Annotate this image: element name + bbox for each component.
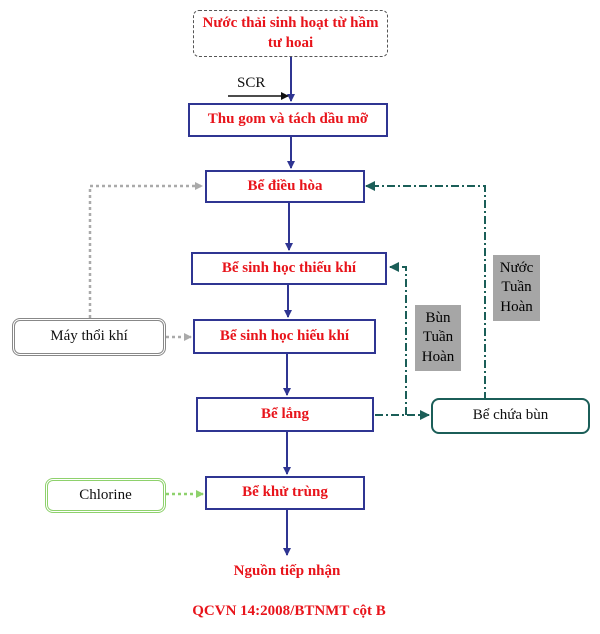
node-chlorine-label: Chlorine [79, 486, 132, 503]
sludge-recycle-line [389, 262, 407, 415]
node-anoxic: Bể sinh học thiếu khí [191, 252, 387, 285]
scr-label: SCR [237, 75, 266, 91]
label-water-recycle-line-3: Hoàn [500, 298, 533, 315]
node-collection: Thu gom và tách dầu mỡ [188, 103, 388, 137]
node-collection-label: Thu gom và tách dầu mỡ [207, 111, 369, 128]
node-blower: Máy thổi khí [12, 318, 166, 356]
label-sludge-recycle-line-3: Hoàn [421, 348, 455, 365]
node-source: Nước thải sinh hoạt từ hầm tư hoai [193, 10, 388, 57]
node-sludge-tank-label: Bể chứa bùn [472, 407, 549, 424]
node-blower-label: Máy thổi khí [50, 328, 128, 345]
label-water-recycle-line-2: Tuần [501, 279, 532, 296]
node-disinfection: Bể khử trùng [205, 476, 365, 510]
node-aerobic-label: Bể sinh học hiếu khí [219, 327, 350, 344]
discharge-standard: QCVN 14:2008/BTNMT cột B [192, 603, 386, 619]
label-water-recycle-line-1: Nước [499, 259, 534, 276]
node-chlorine: Chlorine [45, 478, 166, 513]
node-equalization-label: Bể điều hòa [247, 177, 323, 194]
label-water-recycle: Nước Tuần Hoàn [493, 255, 540, 321]
node-sludge-tank: Bể chứa bùn [431, 398, 590, 434]
water-recycle-line [365, 181, 486, 400]
label-sludge-recycle: Bùn Tuần Hoàn [415, 305, 461, 371]
receiving-source: Nguồn tiếp nhận [233, 563, 341, 579]
node-aerobic: Bể sinh học hiếu khí [193, 319, 376, 354]
node-settling: Bể lắng [196, 397, 374, 432]
node-source-label: Nước thải sinh hoạt từ hầm tư hoai [202, 15, 379, 51]
node-equalization: Bể điều hòa [205, 170, 365, 203]
label-sludge-recycle-line-2: Tuần [422, 329, 454, 346]
node-settling-label: Bể lắng [261, 405, 309, 422]
node-anoxic-label: Bể sinh học thiếu khí [221, 259, 357, 276]
node-disinfection-label: Bể khử trùng [242, 484, 328, 501]
air-line-to-equalization [88, 182, 203, 318]
label-sludge-recycle-line-1: Bùn [425, 309, 451, 326]
